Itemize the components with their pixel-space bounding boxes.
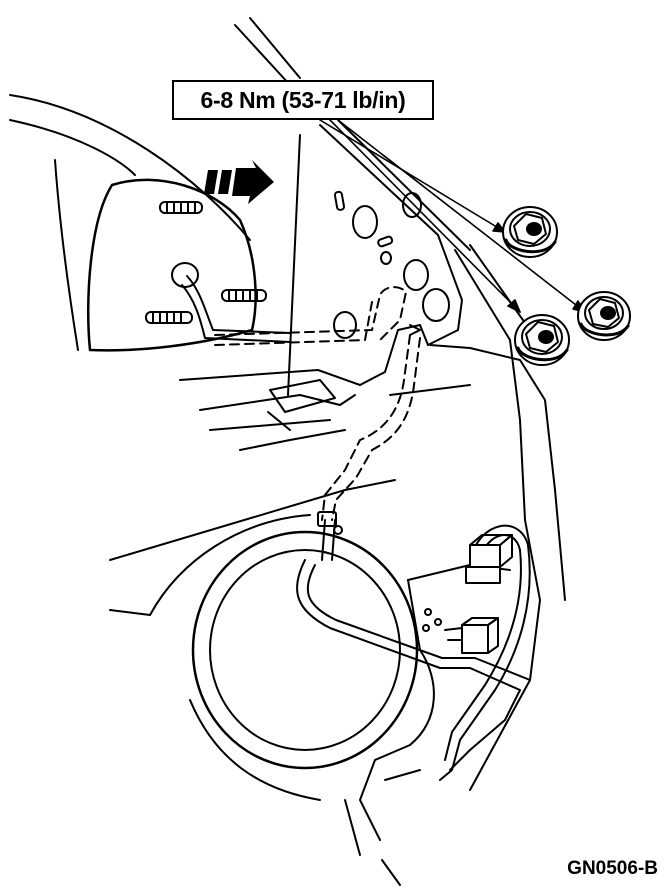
clip-holes — [422, 608, 442, 632]
torque-spec-callout: 6-8 Nm (53-71 lb/in) — [172, 80, 434, 120]
harness-connector — [465, 534, 513, 584]
callout-leaders — [319, 119, 586, 313]
wheel-well — [109, 479, 419, 856]
triple-arrow-right-icon — [204, 160, 274, 204]
mounting-stud — [145, 311, 193, 324]
wiring-harness-hidden — [214, 286, 421, 521]
left-body-panel — [9, 94, 251, 351]
wiring-harness — [181, 275, 531, 781]
window-frame-lines — [234, 17, 301, 86]
lower-door-panel — [359, 489, 566, 886]
door-panel — [179, 119, 556, 521]
flange-nut-icon — [514, 314, 570, 366]
figure-id: GN0506-B — [567, 858, 658, 879]
flange-nut-icon — [502, 206, 558, 258]
harness-connector — [444, 617, 499, 654]
torque-spec-text: 6-8 Nm (53-71 lb/in) — [200, 86, 406, 113]
mounting-stud — [159, 201, 203, 214]
flange-nut-icon — [577, 291, 631, 341]
mirror-housing — [86, 178, 267, 352]
mounting-stud — [221, 289, 267, 302]
